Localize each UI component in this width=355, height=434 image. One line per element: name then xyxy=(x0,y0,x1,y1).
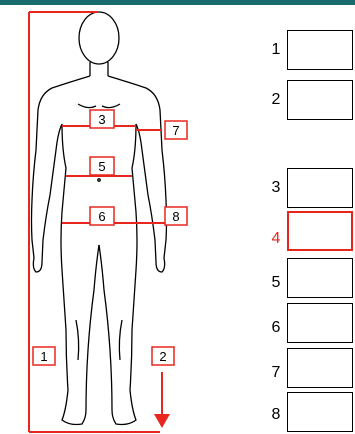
field-label-4: 4 xyxy=(266,229,286,249)
tag-8: 8 xyxy=(172,209,179,224)
field-label-2: 2 xyxy=(266,90,286,110)
body-measurement-diagram: 3 7 5 6 8 1 2 xyxy=(0,0,240,434)
field-label-1: 1 xyxy=(266,40,286,60)
tag-5: 5 xyxy=(98,159,105,174)
field-label-3: 3 xyxy=(266,178,286,198)
tag-6: 6 xyxy=(98,209,105,224)
measurement-field-3[interactable] xyxy=(287,168,353,208)
measurement-field-6[interactable] xyxy=(287,303,353,343)
measurement-field-4[interactable] xyxy=(287,211,353,251)
field-label-6: 6 xyxy=(266,318,286,338)
measurement-field-7[interactable] xyxy=(287,348,353,388)
measurement-field-1[interactable] xyxy=(287,30,353,70)
measurement-field-8[interactable] xyxy=(287,392,353,432)
measurement-field-5[interactable] xyxy=(287,258,353,298)
tag-1: 1 xyxy=(40,349,47,364)
field-label-5: 5 xyxy=(266,273,286,293)
arrow-down-icon xyxy=(154,414,170,428)
tag-2: 2 xyxy=(159,349,166,364)
measurement-field-2[interactable] xyxy=(287,80,353,120)
tag-7: 7 xyxy=(172,123,179,138)
field-label-7: 7 xyxy=(266,363,286,383)
tag-3: 3 xyxy=(98,112,105,127)
field-label-8: 8 xyxy=(266,405,286,425)
